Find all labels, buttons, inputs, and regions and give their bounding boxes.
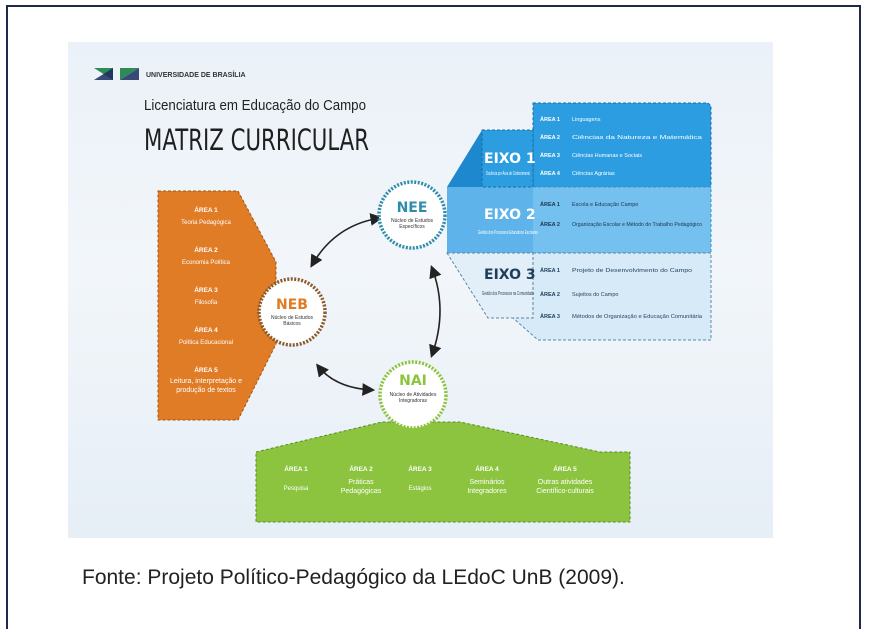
eixo-2-area-1-name: Escola e Educação Campo	[572, 202, 638, 208]
eixo-1-area-1-name: Linguagens	[572, 117, 601, 123]
arrow-neb-nai	[316, 363, 376, 396]
neb-area-1-name: Teoria Pedagógica	[181, 220, 231, 226]
page-title: MATRIZ CURRICULAR	[144, 123, 369, 157]
arrow-nee-neb	[310, 213, 384, 268]
nai-name: Núcleo de Atividades Integradoras	[389, 392, 437, 404]
nai-area-2-label: ÁREA 2	[349, 464, 373, 473]
arrow-nee-nai	[429, 265, 442, 359]
nai-area-3-label: ÁREA 3	[408, 464, 432, 473]
eixo-1-title: EIXO 1	[484, 151, 536, 167]
neb-name: Núcleo de Estudos Básicos	[271, 315, 313, 327]
eixo-3-area-2-name: Sujeitos do Campo	[572, 292, 618, 298]
eixo-2-title: EIXO 2	[484, 207, 536, 223]
eixo-1-desc: Docência por Área de Conhecimento	[486, 170, 530, 177]
eixo-2-desc: Gestão dos Processos Educativos Escolare…	[478, 230, 538, 236]
nai-area-5-label: ÁREA 5	[553, 464, 577, 473]
neb-area-2-name: Economia Política	[182, 260, 231, 266]
nai-area-4-label: ÁREA 4	[475, 464, 499, 473]
eixo-3-area-2-label: ÁREA 2	[540, 291, 560, 298]
course-name: Licenciatura em Educação do Campo	[144, 97, 366, 114]
figure-caption: Fonte: Projeto Político-Pedagógico da LE…	[82, 566, 625, 589]
neb-area-4-label: ÁREA 4	[194, 325, 218, 334]
eixo-1-area-1-label: ÁREA 1	[540, 116, 560, 123]
nee-code: NEE	[397, 200, 428, 216]
eixo-3-area-1-label: ÁREA 1	[540, 267, 560, 274]
nai-area-3-name: Estágios	[408, 486, 431, 492]
neb-area-5-label: ÁREA 5	[194, 365, 218, 374]
eixo-1-area-4-name: Ciências Agrárias	[572, 171, 615, 177]
eixo-3-area-3-label: ÁREA 3	[540, 313, 560, 320]
eixo-3-desc: Gestão dos Processos na Comunidade	[482, 291, 534, 297]
nai-code: NAI	[399, 373, 427, 389]
eixo-1-area-2-name: Ciências da Natureza e Matemática	[572, 135, 703, 141]
nee-circle	[377, 180, 447, 250]
university-name: UNIVERSIDADE DE BRASÍLIA	[146, 70, 246, 79]
nai-area-2-name: Práticas Pedagógicas	[340, 479, 382, 495]
neb-area-4-name: Política Educacional	[179, 340, 233, 346]
eixo-1-area-4-label: ÁREA 4	[540, 170, 561, 177]
eixo-2-area-1-label: ÁREA 1	[540, 201, 560, 208]
outer-frame	[6, 5, 861, 629]
eixo-1-area-3-label: ÁREA 3	[540, 152, 560, 159]
neb-code: NEB	[276, 297, 308, 313]
nai-area-1-name: Pesquisa	[284, 486, 309, 492]
eixo-3-area-3-name: Métodos de Organização e Educação Comuni…	[572, 314, 703, 320]
nai-area-5-name: Outras atividades Científico-culturais	[536, 479, 594, 495]
nai-area-1-label: ÁREA 1	[284, 464, 308, 473]
eixo-2-area-2-label: ÁREA 2	[540, 221, 560, 228]
eixo-3-area-1-name: Projeto de Desenvolvimento do Campo	[572, 268, 692, 274]
unb-logo-icon	[94, 68, 139, 80]
nai-area-4-name: Seminários Integradores	[467, 479, 507, 495]
eixo-2-area-2-name: Organização Escolar e Método do Trabalho…	[572, 222, 702, 228]
nai-circle	[378, 360, 448, 430]
eixo-1-area-2-label: ÁREA 2	[540, 134, 560, 141]
nee-name: Núcleo de Estudos Específicos	[391, 218, 433, 230]
neb-area-3-label: ÁREA 3	[194, 285, 218, 294]
neb-area-panel	[157, 190, 277, 421]
neb-area-2-label: ÁREA 2	[194, 245, 218, 254]
eixo-3-title: EIXO 3	[484, 267, 536, 283]
eixo-1-area-3-name: Ciências Humanas e Sociais	[572, 153, 642, 159]
nee-area-panel	[446, 102, 712, 341]
neb-circle	[257, 277, 327, 347]
neb-area-3-name: Filosofia	[195, 300, 218, 306]
neb-area-1-label: ÁREA 1	[194, 205, 218, 214]
neb-area-5-name: Leitura, interpretação e produção de tex…	[170, 378, 242, 394]
